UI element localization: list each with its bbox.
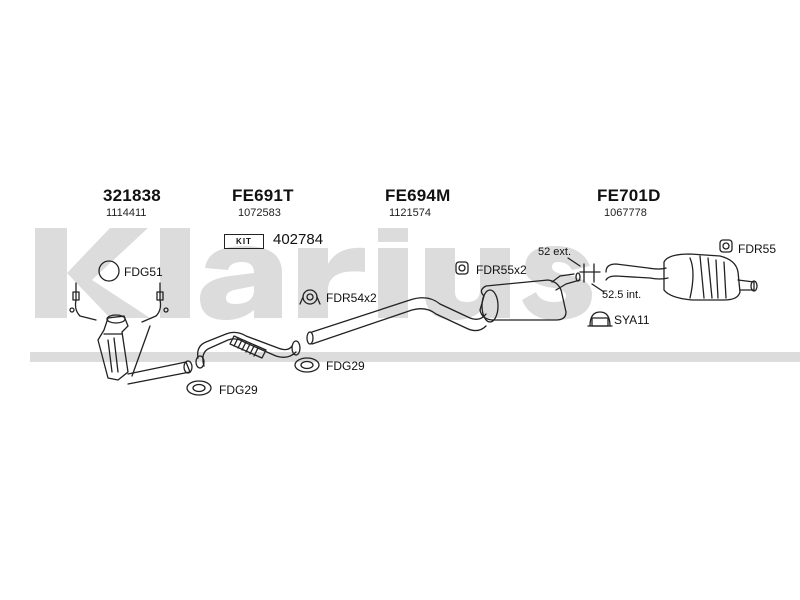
front-pipe-icon (195, 331, 301, 369)
lambda-sensor-left-icon (69, 282, 97, 321)
dimension-int: 52.5 int. (602, 289, 642, 301)
part-code-rear-silencer: FE701D (597, 186, 661, 205)
rubber-fdr54-icon (299, 289, 321, 305)
callout-fdg29-upper: FDG29 (326, 359, 365, 373)
callout-fdg51: FDG51 (124, 265, 163, 279)
part-code-front-pipe: FE691T (232, 186, 294, 205)
kit-number: 402784 (273, 231, 324, 248)
part-number-catalyst: 1114411 (106, 207, 147, 219)
rubber-fdr55x2-icon (455, 261, 469, 275)
lambda-sensor-right-icon (141, 282, 169, 323)
joint-marks-icon (567, 257, 605, 293)
part-code-middle-silencer: FE694M (385, 186, 451, 205)
callout-fdr55x2: FDR55x2 (476, 263, 527, 277)
rear-silencer-icon (605, 253, 758, 301)
catalyst-icon (97, 314, 193, 385)
callout-fdg29-lower: FDG29 (219, 383, 258, 397)
callout-sya11: SYA11 (614, 313, 650, 327)
gasket-fdg29-upper-icon (294, 357, 320, 373)
middle-silencer-icon (306, 272, 581, 345)
clamp-sya11-icon (587, 311, 613, 327)
part-code-catalyst: 321838 (103, 186, 161, 205)
klarius-watermark (30, 228, 800, 362)
dimension-ext: 52 ext. (538, 246, 572, 258)
gasket-fdg51-icon (98, 260, 120, 282)
part-number-rear-silencer: 1067778 (604, 207, 647, 219)
part-number-front-pipe: 1072583 (238, 207, 281, 219)
rubber-fdr55-icon (719, 239, 733, 253)
callout-fdr54: FDR54x2 (326, 291, 377, 305)
gasket-fdg29-lower-icon (186, 380, 212, 396)
part-number-middle-silencer: 1121574 (389, 207, 432, 219)
callout-fdr55: FDR55 (738, 242, 777, 256)
kit-icon: KIT (224, 234, 264, 249)
